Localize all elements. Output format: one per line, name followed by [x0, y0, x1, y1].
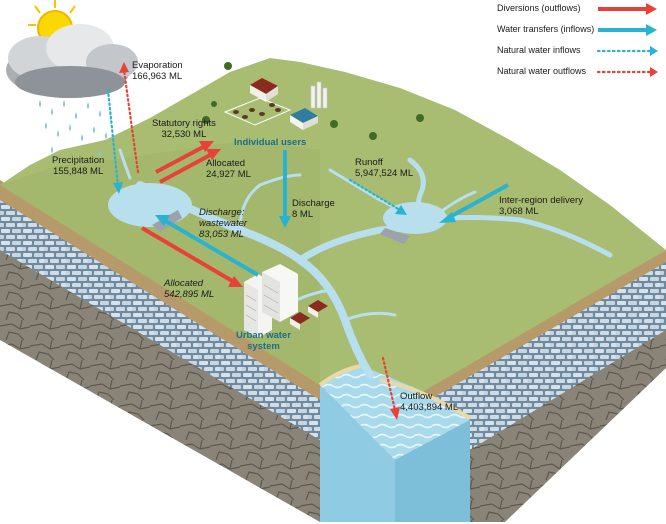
allocated-urban-value: 542,895 ML — [164, 289, 215, 300]
dam-right — [380, 228, 410, 244]
statutory-value: 32,530 ML — [161, 129, 207, 140]
urban-line2: system — [247, 341, 280, 352]
precipitation-value: 155,848 ML — [53, 166, 104, 177]
outflow-name: Outflow — [400, 391, 433, 402]
label-urban-water-system: Urban water system — [236, 330, 291, 352]
legend-natural-inflows: Natural water inflows — [497, 45, 581, 55]
outflow-arrow — [381, 356, 400, 420]
grass-surface — [0, 58, 666, 408]
label-runoff: Runoff 5,947,524 ML — [355, 157, 413, 179]
urban-buildings — [244, 264, 328, 338]
label-statutory-rights: Statutory rights 32,530 ML — [152, 118, 216, 140]
label-allocated-users: Allocated 24,927 ML — [206, 158, 251, 180]
allocated-users-value: 24,927 ML — [206, 169, 251, 180]
statutory-rights-arrow — [155, 141, 214, 174]
label-precipitation: Precipitation 155,848 ML — [52, 155, 104, 177]
evaporation-value: 166,963 ML — [132, 71, 183, 82]
legend-diversions: Diversions (outflows) — [497, 3, 581, 13]
discharge-users-arrow — [279, 150, 291, 228]
label-individual-users: Individual users — [234, 137, 307, 148]
outflow-value: 4,403,894 ML — [400, 402, 459, 413]
discharge-users-value: 8 ML — [292, 209, 314, 220]
legend-transfers: Water transfers (inflows) — [497, 24, 595, 34]
reservoir-left — [108, 183, 192, 227]
runoff-arrow — [348, 178, 407, 215]
legend-swatches — [596, 3, 658, 77]
farm-buildings — [202, 62, 424, 140]
rain-cloud-icon — [6, 24, 138, 98]
label-discharge-wastewater: Discharge: wastewater 83,053 ML — [199, 207, 247, 240]
allocated-urban-name: Allocated — [164, 278, 204, 289]
label-evaporation: Evaporation 166,963 ML — [132, 60, 183, 82]
discharge-ww-line1: Discharge: — [199, 207, 245, 218]
label-allocated-urban: Allocated 542,895 ML — [164, 278, 214, 300]
label-inter-region: Inter-region delivery 3,068 ML — [499, 195, 583, 217]
discharge-ww-line2: wastewater — [199, 218, 248, 229]
label-discharge-users: Discharge 8 ML — [292, 198, 335, 220]
inter-region-value: 3,068 ML — [499, 206, 539, 217]
evaporation-name: Evaporation — [132, 60, 183, 71]
evaporation-arrow — [119, 62, 140, 174]
inter-region-arrow — [439, 183, 509, 223]
discharge-ww-value: 83,053 ML — [199, 229, 244, 240]
runoff-name: Runoff — [355, 157, 383, 168]
river-network — [118, 148, 613, 379]
rain-drops — [39, 100, 107, 157]
urban-line1: Urban water — [236, 330, 291, 341]
allocated-urban-arrow — [140, 226, 243, 287]
precipitation-arrow — [106, 88, 123, 194]
runoff-value: 5,947,524 ML — [355, 168, 414, 179]
allocated-users-name: Allocated — [206, 158, 246, 169]
discharge-users-name: Discharge — [292, 198, 335, 209]
allocated-users-arrow — [159, 149, 221, 184]
label-outflow: Outflow 4,403,894 ML — [400, 391, 458, 413]
inter-region-name: Inter-region delivery — [499, 195, 583, 206]
statutory-name: Statutory rights — [152, 118, 216, 129]
precipitation-name: Precipitation — [52, 155, 105, 166]
flow-arrows — [106, 62, 509, 420]
discharge-wastewater-arrow — [155, 215, 260, 277]
legend-natural-outflows: Natural water outflows — [497, 66, 587, 76]
